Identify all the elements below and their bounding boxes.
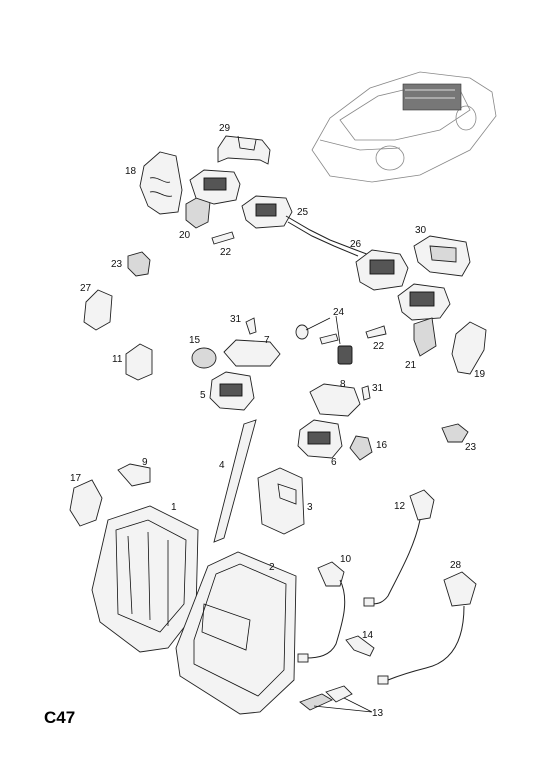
part-28 [443, 571, 477, 607]
part-23-left [127, 251, 151, 277]
part-9 [117, 463, 151, 487]
callout-23-right: 23 [465, 442, 477, 453]
part-31-upper [245, 317, 257, 335]
part-8 [309, 383, 361, 417]
callout-24: 24 [333, 307, 345, 318]
part-2 [175, 551, 297, 715]
part-13-right [325, 685, 353, 703]
callout-28: 28 [450, 560, 462, 571]
part-12 [409, 489, 435, 521]
callout-1: 1 [171, 502, 177, 513]
callout-14: 14 [362, 630, 374, 641]
part-27 [83, 289, 113, 331]
callout-18: 18 [125, 166, 137, 177]
callout-4: 4 [219, 460, 225, 471]
callout-11: 11 [112, 354, 123, 365]
callout-7: 7 [264, 335, 270, 346]
callout-20: 20 [179, 230, 191, 241]
callout-21: 21 [405, 360, 417, 371]
callout-31-upper: 31 [230, 314, 242, 325]
part-23-right [441, 423, 469, 443]
callout-27: 27 [80, 283, 92, 294]
callout-12: 12 [394, 501, 406, 512]
part-16 [349, 435, 373, 461]
callout-10: 10 [340, 554, 352, 565]
part-14 [345, 635, 375, 657]
callout-9: 9 [142, 457, 148, 468]
part-13-left [299, 693, 333, 711]
part-17 [69, 479, 103, 527]
callout-13: 13 [372, 708, 384, 719]
callout-22-lower: 22 [373, 341, 385, 352]
callout-3: 3 [307, 502, 313, 513]
callout-16: 16 [376, 440, 388, 451]
part-4 [213, 419, 257, 543]
part-3 [257, 467, 305, 535]
callout-2: 2 [269, 562, 275, 573]
callout-19: 19 [474, 369, 486, 380]
callout-30: 30 [415, 225, 427, 236]
callout-29: 29 [219, 123, 231, 134]
callout-26: 26 [350, 239, 362, 250]
callout-17: 17 [70, 473, 82, 484]
part-24 [295, 315, 353, 365]
callout-22-upper: 22 [220, 247, 232, 258]
part-7 [223, 339, 281, 367]
callout-15: 15 [189, 335, 201, 346]
callout-25: 25 [297, 207, 309, 218]
callout-6: 6 [331, 457, 337, 468]
vehicle-locator-illustration [311, 71, 497, 183]
page-code: C47 [44, 708, 76, 727]
callout-23-left: 23 [111, 259, 123, 270]
part-19 [451, 321, 487, 375]
callout-8: 8 [340, 379, 346, 390]
part-1 [91, 505, 199, 653]
part-22-lower [365, 325, 387, 339]
part-11 [125, 343, 153, 381]
part-18 [139, 151, 183, 215]
part-10 [317, 561, 345, 587]
part-22-upper [211, 231, 235, 245]
part-29 [217, 135, 271, 165]
callout-5: 5 [200, 390, 206, 401]
part-31-lower [361, 385, 371, 401]
callout-31-lower: 31 [372, 383, 384, 394]
part-15 [191, 347, 217, 369]
